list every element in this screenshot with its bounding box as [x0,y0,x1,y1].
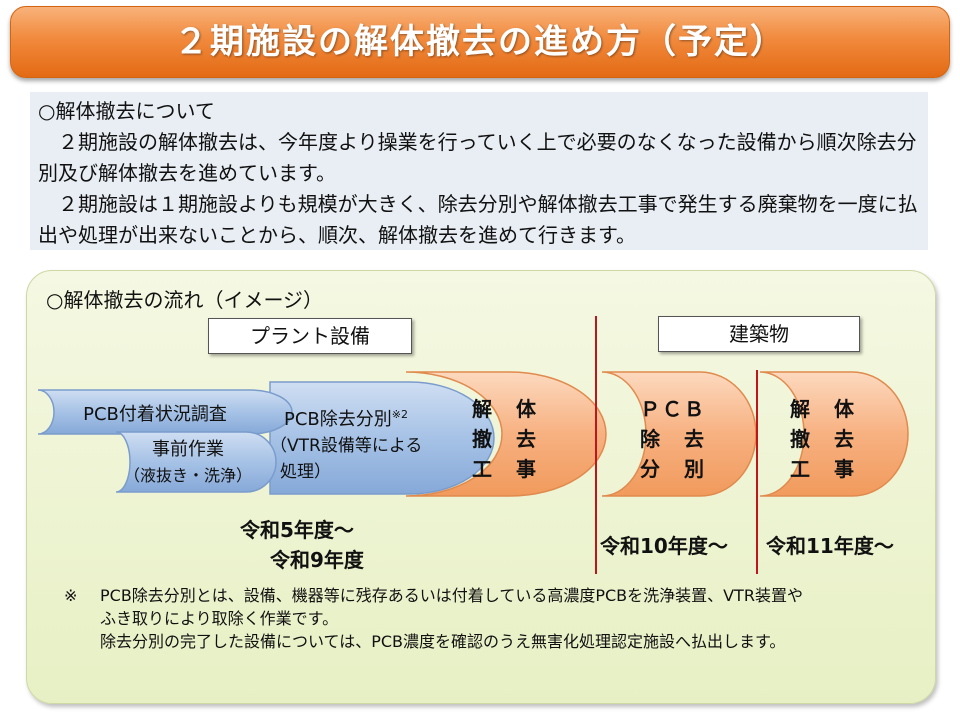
flow-heading: ○解体撤去の流れ（イメージ） [46,288,324,312]
page-title: ２期施設の解体撤去の進め方（予定） [174,22,786,62]
pcb-separation-label: ＰＣＢ 除 去 分 別 [618,394,728,484]
plant-equipment-label: プラント設備 [208,318,412,354]
pcb-removal-label: PCB除去分別※2 （VTR設備等による 処理） [270,402,432,485]
pre-work-line-2: （液抜き・洗浄） [123,466,252,485]
pcb-separation-line-3: 分 別 [640,457,706,481]
intro-heading: ○解体撤去について [38,99,215,123]
demolition-2-line-2: 撤 去 [790,427,856,451]
intro-paragraph-1: ２期施設の解体撤去は、今年度より操業を行っていく上で必要のなくなった設備から順次… [38,130,917,185]
pre-work-label: 事前作業 （液抜き・洗浄） [118,437,258,489]
demolition-1-line-3: 工 事 [472,457,538,481]
demolition-2-line-1: 解 体 [790,397,856,421]
footnote-mark: ※ [64,586,78,605]
pcb-separation-shape [601,371,757,497]
pcb-removal-shape [269,381,495,495]
footnote-line-3: 除去分別の完了した設備については、PCB濃度を確認のうえ無害化処理認定施設へ払出… [100,632,786,651]
period-1-end: 令和9年度 [270,548,364,572]
demolition-label-2: 解 体 撤 去 工 事 [768,394,878,484]
pcb-removal-title: PCB除去分別 [284,409,392,430]
pcb-removal-footnote-mark: ※2 [391,408,408,421]
pcb-survey-label: PCB付着状況調査 [83,404,227,425]
pcb-survey-shape [37,389,293,435]
demolition-label-1: 解 体 撤 去 工 事 [450,394,560,484]
footnote-line-1: PCB除去分別とは、設備、機器等に残存あるいは付着している高濃度PCBを洗浄装置… [100,586,803,605]
pre-work-line-1: 事前作業 [152,439,224,460]
title-banner: ２期施設の解体撤去の進め方（予定） [10,6,950,78]
building-label: 建築物 [658,316,860,352]
pcb-separation-line-2: 除 去 [640,427,706,451]
demolition-2-line-3: 工 事 [790,457,856,481]
pcb-separation-line-1: ＰＣＢ [640,397,706,421]
demolition-1-line-2: 撤 去 [472,427,538,451]
pcb-removal-line-2: （VTR設備等による [270,436,423,456]
period-1-start: 令和5年度～ [240,518,354,542]
footnote: ※ PCB除去分別とは、設備、機器等に残存あるいは付着している高濃度PCBを洗浄装… [64,584,904,653]
demolition-1-line-1: 解 体 [472,397,538,421]
demolition-shape-1 [405,371,607,497]
pcb-removal-line-3: 処理） [280,462,331,482]
footnote-line-2: ふき取りにより取除く作業です。 [100,609,339,628]
demolition-shape-2 [759,371,909,497]
intro-paragraph-2: ２期施設は１期施設よりも規模が大きく、除去分別や解体撤去工事で発生する廃棄物を一… [38,192,918,247]
intro-section: ○解体撤去について ２期施設の解体撤去は、今年度より操業を行っていく上で必要のな… [30,92,928,250]
period-2: 令和10年度～ [600,534,728,558]
period-3: 令和11年度～ [766,534,894,558]
pre-work-shape [115,431,277,493]
